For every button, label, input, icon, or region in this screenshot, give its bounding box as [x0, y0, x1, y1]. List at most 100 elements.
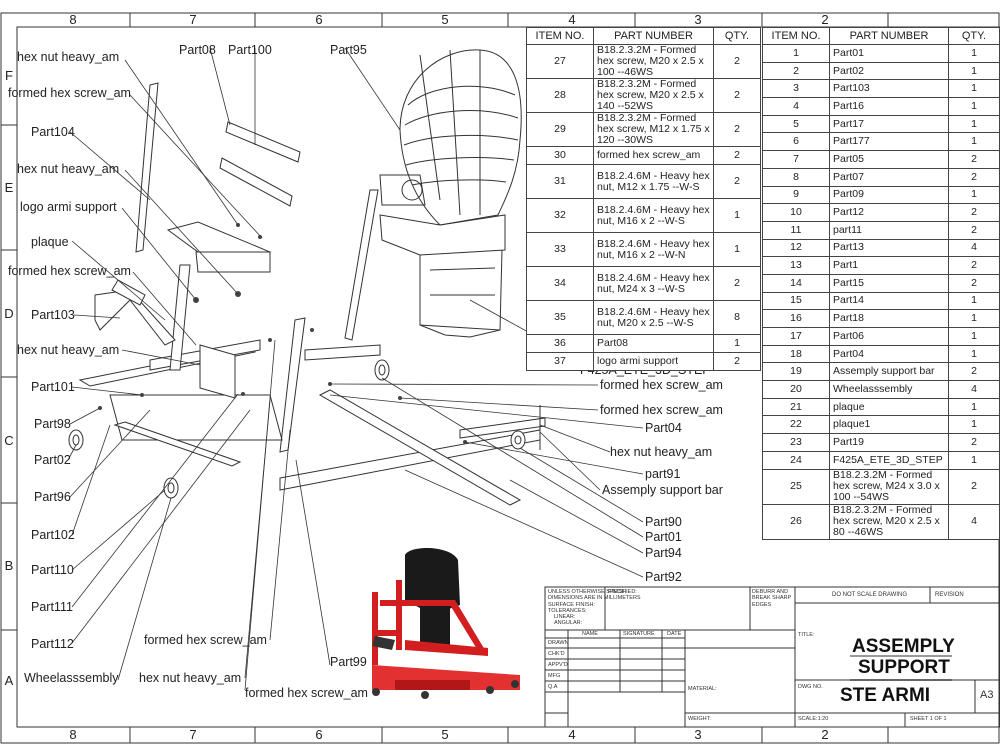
- bom-cell-item: 11: [762, 220, 830, 240]
- deburr-line: DEBURR AND: [752, 589, 789, 595]
- bom-cell-part: B18.2.4.6M - Heavy hex nut, M24 x 3 --W-…: [593, 266, 714, 301]
- bom-cell-qty: 1: [948, 309, 1000, 328]
- bom-cell-part: B18.2.3.2M - Formed hex screw, M20 x 2.5…: [593, 44, 714, 79]
- note-line: DIMENSIONS ARE IN MILLIMETERS: [548, 595, 641, 602]
- bom-cell-part: B18.2.4.6M - Heavy hex nut, M12 x 1.75 -…: [593, 164, 714, 199]
- bom-cell-qty: 2: [948, 433, 1000, 452]
- bom-cell-part: Part08: [593, 334, 714, 353]
- zone-row-f: F: [5, 68, 13, 83]
- bom-cell-qty: 1: [948, 132, 1000, 152]
- bom-cell-part: B18.2.4.6M - Heavy hex nut, M16 x 2 --W-…: [593, 232, 714, 267]
- leader-lines: [67, 47, 644, 691]
- bom-cell-qty: 4: [948, 503, 1000, 540]
- bom-cell-qty: 8: [713, 300, 761, 335]
- bom-cell-qty: 2: [948, 150, 1000, 169]
- bom-cell-qty: 1: [948, 61, 1000, 81]
- bom-cell-qty: 1: [948, 114, 1000, 134]
- callout-hex-nut-heavy-am: hex nut heavy_am: [17, 343, 120, 357]
- deburr-line: BREAK SHARP: [752, 595, 792, 602]
- callout-part110: Part110: [31, 563, 74, 577]
- bom-cell-item: 35: [526, 300, 594, 335]
- zone-row-c: C: [4, 433, 14, 448]
- bom-cell-part: B18.2.3.2M - Formed hex screw, M24 x 3.0…: [829, 468, 949, 505]
- sheet-number: SHEET 1 OF 1: [910, 716, 947, 722]
- bom-cell-item: 13: [762, 256, 830, 275]
- bom-cell-item: 23: [762, 433, 830, 452]
- bom-cell-part: B18.2.4.6M - Heavy hex nut, M20 x 2.5 --…: [593, 300, 714, 335]
- bom-cell-qty: 2: [713, 146, 761, 165]
- bom-cell-item: 34: [526, 266, 594, 301]
- callout-part103: Part103: [31, 308, 75, 322]
- bom-cell-item: 3: [762, 79, 830, 99]
- bom-cell-part: Part16: [829, 97, 949, 116]
- callout-hex-nut-heavy-am: hex nut heavy_am: [17, 50, 120, 64]
- bom-cell-qty: 1: [948, 327, 1000, 346]
- zone-col-7-bottom: 7: [189, 727, 197, 742]
- bom-cell-qty: 2: [948, 220, 1000, 240]
- bom-cell-part: Part103: [829, 79, 949, 99]
- bom-cell-part: Part07: [829, 167, 949, 187]
- callout-part101: Part101: [31, 380, 75, 394]
- bom-cell-qty: 1: [948, 185, 1000, 205]
- zone-row-e: E: [4, 180, 14, 195]
- bom-cell-qty: 1: [713, 232, 761, 267]
- bom-cell-item: 17: [762, 327, 830, 346]
- bom-cell-item: 24: [762, 450, 830, 470]
- zone-col-4-bottom: 4: [568, 727, 576, 742]
- bom-cell-part: Part05: [829, 150, 949, 169]
- callout-part91: part91: [645, 467, 681, 481]
- bom-cell-qty: 1: [948, 415, 1000, 435]
- deburr-note: DEBURR AND BREAK SHARP EDGES: [752, 589, 791, 608]
- bom-cell-qty: 2: [948, 468, 1000, 505]
- bom-cell-part: Part17: [829, 114, 949, 134]
- bom-cell-item: 15: [762, 291, 830, 311]
- bom-cell-qty: 1: [948, 44, 1000, 63]
- title-block-frame: [544, 586, 1000, 728]
- zone-col-2-bottom: 2: [821, 727, 829, 742]
- bom-cell-item: 8: [762, 167, 830, 187]
- zone-col-5: 5: [441, 12, 449, 27]
- bom-cell-part: formed hex screw_am: [593, 146, 714, 165]
- zone-col-8: 8: [69, 12, 77, 27]
- bom-cell-part: Part177: [829, 132, 949, 152]
- bom-cell-item: 22: [762, 415, 830, 435]
- bom-cell-part: Part12: [829, 203, 949, 222]
- bom-cell-part: plaque: [829, 397, 949, 417]
- bom-cell-part: F425A_ETE_3D_STEP: [829, 450, 949, 470]
- note-line: UNLESS OTHERWISE SPECIFIED:: [548, 589, 637, 595]
- bom-cell-item: 25: [762, 468, 830, 505]
- bom-cell-item: 36: [526, 334, 594, 353]
- note-line: TOLERANCES:: [548, 607, 587, 614]
- role-approved: APPV'D: [548, 662, 568, 668]
- note-line: LINEAR:: [554, 614, 576, 621]
- role-checked: CHK'D: [548, 651, 565, 657]
- zone-col-6-bottom: 6: [315, 727, 323, 742]
- callout-part92: Part92: [645, 570, 682, 584]
- bom-cell-qty: 2: [713, 78, 761, 113]
- bom-cell-part: B18.2.4.6M - Heavy hex nut, M16 x 2 --W-…: [593, 198, 714, 233]
- bom-cell-item: 2: [762, 61, 830, 81]
- bom-cell-item: 5: [762, 114, 830, 134]
- callout-formed-hex-screw-am: formed hex screw_am: [600, 378, 723, 392]
- callout-part102: Part102: [31, 528, 75, 542]
- zone-row-d: D: [4, 306, 14, 321]
- bom-cell-qty: 2: [948, 203, 1000, 222]
- bom-header-item-no: ITEM NO.: [762, 27, 830, 45]
- callout-assemply-support-bar: Assemply support bar: [602, 483, 723, 497]
- callout-hex-nut-heavy-am: hex nut heavy_am: [139, 671, 242, 685]
- bom-cell-qty: 2: [948, 273, 1000, 293]
- drawing-number: STE ARMI: [840, 685, 931, 706]
